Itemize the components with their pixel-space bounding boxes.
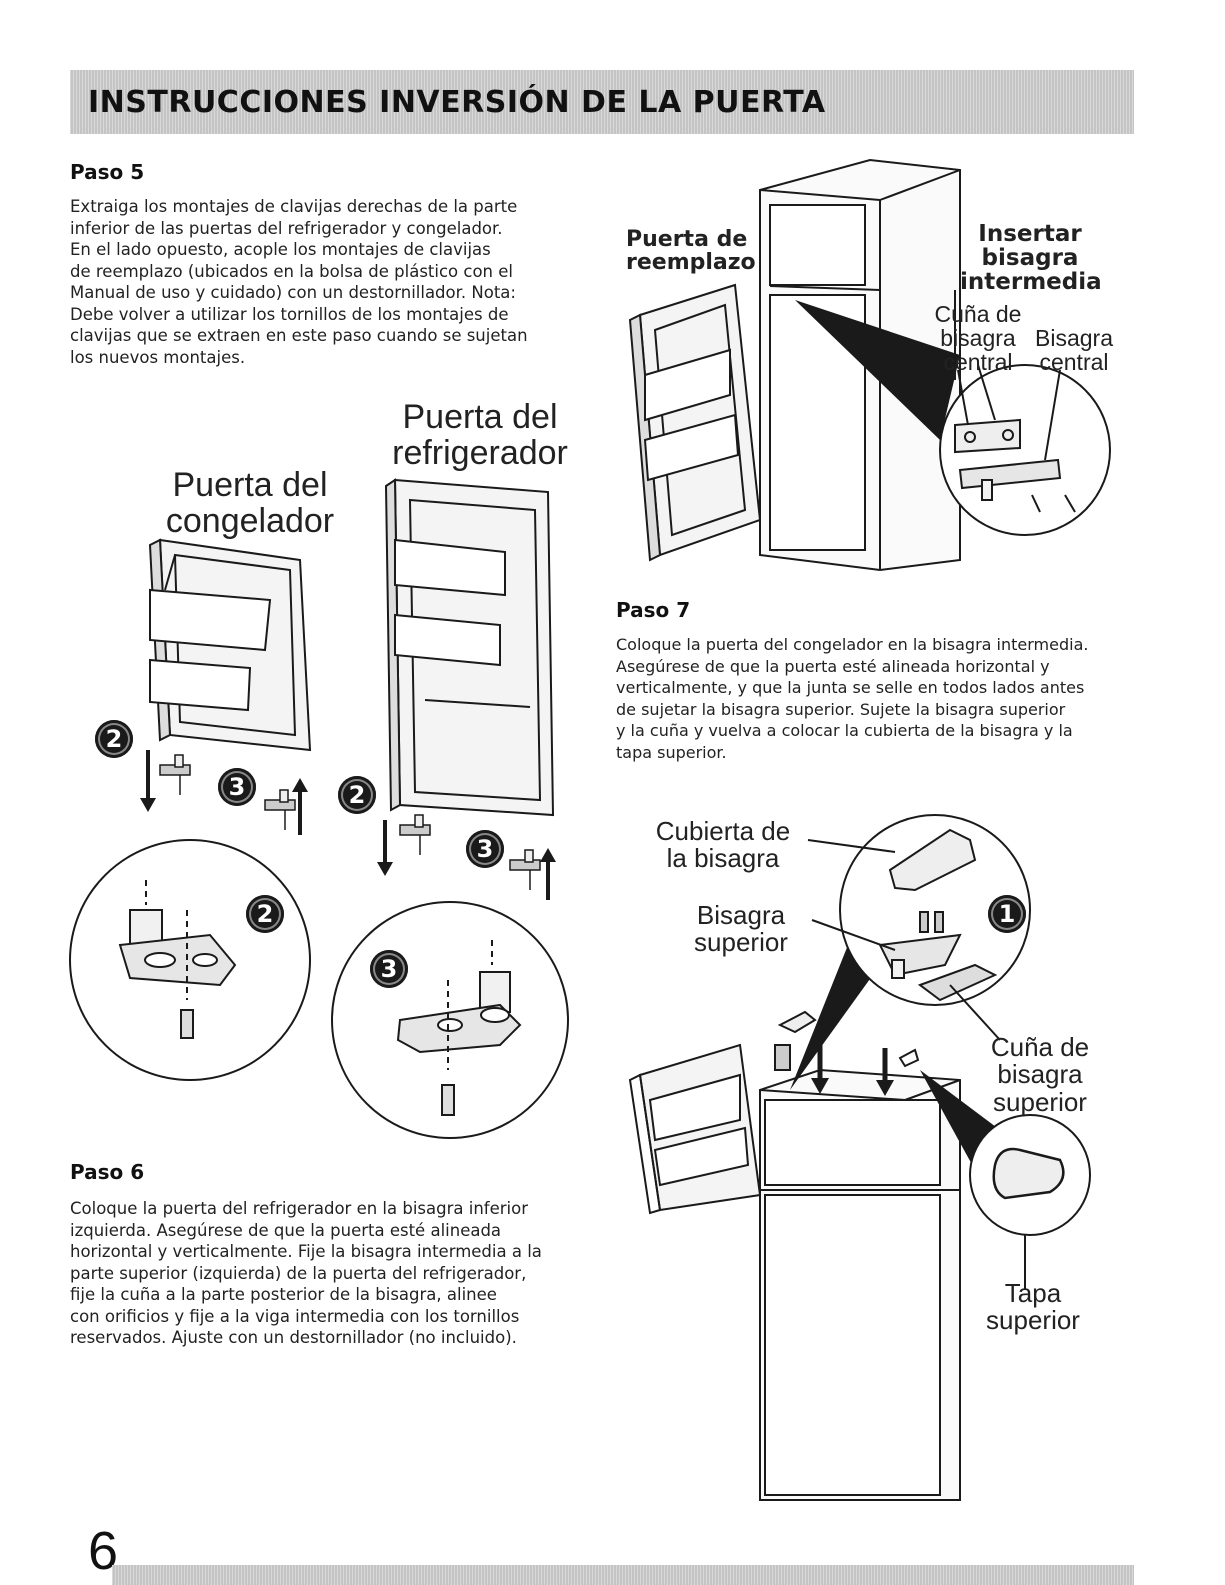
badge-number: 1 (988, 895, 1026, 933)
badge-number: 2 (95, 720, 133, 758)
label-line: central (943, 349, 1013, 376)
label-line: intermedia (960, 269, 1102, 296)
label-top-hinge-wedge: Cuña de bisagra superior (985, 1032, 1095, 1117)
badge-number: 2 (338, 776, 376, 814)
step6-line: parte superior (izquierda) de la puerta … (70, 1263, 527, 1283)
badge-number: 3 (466, 830, 504, 868)
step7-line: tapa superior. (616, 742, 727, 762)
step5-section: Paso 5 Extraiga los montajes de clavijas… (70, 160, 570, 368)
step7-line: y la cuña y vuelva a colocar la cubierta… (616, 721, 1073, 740)
label-replacement-door: Puerta de reemplazo (626, 228, 756, 274)
step7-heading: Paso 7 (616, 598, 691, 622)
label-line: la bisagra (666, 843, 780, 874)
label-line: Bisagra (1035, 325, 1113, 351)
step6-line: izquierda. Asegúrese de que la puerta es… (70, 1220, 502, 1240)
label-freezer-door: Puerta del congelador (150, 466, 350, 540)
step6-line: reservados. Ajuste con un destornillador… (70, 1328, 517, 1347)
label-line: superior (986, 1305, 1080, 1336)
label-insert-middle-hinge: Insertar bisagra intermedia (960, 221, 1102, 296)
freezer-door-step7 (628, 1043, 762, 1215)
label-line: reemplazo (626, 250, 756, 276)
label-middle-hinge-wedge: Cuña de bisagra central (928, 301, 1028, 376)
pin-detail-left (118, 880, 237, 1039)
label-line: Puerta del (402, 398, 558, 436)
step7-line: Asegúrese de que la puerta esté alineada… (616, 656, 1050, 676)
label-line: refrigerador (392, 433, 568, 472)
label-line: Puerta del (172, 466, 328, 504)
label-refrigerator-door: Puerta del refrigerador (380, 398, 580, 472)
footer-bar (112, 1565, 1134, 1585)
badge-number: 2 (246, 895, 284, 933)
step6-line: fije la cuña a la parte posterior de la … (70, 1285, 497, 1304)
step5-line: clavijas que se extraen en este paso cua… (70, 326, 528, 345)
detail-circle-left (69, 839, 311, 1081)
label-line: Cubierta de (655, 816, 791, 846)
page-title: INSTRUCCIONES INVERSIÓN DE LA PUERTA (88, 84, 826, 120)
label-line: central (1039, 349, 1109, 376)
label-line: bisagra (997, 1059, 1083, 1090)
step5-line: Manual de uso y cuidado) con un destorni… (70, 283, 516, 302)
small-pin (159, 754, 541, 890)
label-line: Cuña de (990, 1032, 1090, 1062)
step5-line: de reemplazo (ubicados en la bolsa de pl… (70, 261, 513, 281)
step6-section: Paso 6 Coloque la puerta del refrigerado… (70, 1160, 590, 1349)
step5-line: En el lado opuesto, acople los montajes … (70, 240, 491, 259)
label-line: superior (993, 1086, 1087, 1117)
step5-line: Debe volver a utilizar los tornillos de … (70, 304, 509, 324)
step6-line: Coloque la puerta del refrigerador en la… (70, 1199, 528, 1218)
step5-line: los nuevos montajes. (70, 347, 246, 367)
refrigerator-body-step6 (759, 158, 961, 572)
badge-number: 3 (370, 950, 408, 988)
refrigerator-body-step7 (759, 1068, 961, 1501)
label-line: superior (694, 927, 788, 958)
freezer-door-drawing (148, 538, 312, 752)
step5-arrows (146, 750, 550, 900)
label-line: Cuña de (934, 301, 1022, 327)
step5-line: Extraiga los montajes de clavijas derech… (70, 197, 518, 216)
step7-line: de sujetar la bisagra superior. Sujete l… (616, 699, 1066, 719)
label-line: bisagra (940, 325, 1016, 352)
step7-line: verticalmente, y que la junta se selle e… (616, 678, 1085, 697)
step6-line: con orificios y fije a la viga intermedi… (70, 1306, 520, 1326)
step5-line: inferior de las puertas del refrigerador… (70, 218, 503, 238)
header-banner: INSTRUCCIONES INVERSIÓN DE LA PUERTA (70, 70, 1134, 134)
step7-section: Paso 7 Coloque la puerta del congelador … (616, 598, 1136, 763)
middle-hinge-detail (954, 290, 1076, 513)
pin-detail-right (396, 940, 522, 1116)
step5-body: Extraiga los montajes de clavijas derech… (70, 196, 570, 368)
badge-number: 3 (218, 768, 256, 806)
step5-heading: Paso 5 (70, 160, 145, 184)
label-line: Puerta de (626, 227, 748, 252)
label-top-hinge: Bisagra superior (686, 900, 796, 958)
label-middle-hinge: Bisagra central (1030, 326, 1118, 374)
label-line: congelador (165, 501, 335, 540)
label-line: Tapa (1004, 1278, 1062, 1308)
replacement-door-drawing (628, 283, 762, 562)
top-hinge-detail (807, 828, 1001, 1041)
step6-line: horizontal y verticalmente. Fije la bisa… (70, 1242, 542, 1261)
label-line: Insertar (978, 221, 1082, 247)
step6-heading: Paso 6 (70, 1160, 145, 1184)
step7-body: Coloque la puerta del congelador en la b… (616, 634, 1136, 763)
refrigerator-door-drawing (384, 478, 555, 817)
step6-body: Coloque la puerta del refrigerador en la… (70, 1198, 590, 1349)
detail-circle-right (331, 901, 569, 1139)
label-top-cap: Tapa superior (978, 1278, 1088, 1336)
label-line: Bisagra (696, 900, 786, 930)
label-hinge-cover: Cubierta de la bisagra (648, 816, 798, 874)
step7-line: Coloque la puerta del congelador en la b… (616, 635, 1089, 654)
label-line: bisagra (981, 245, 1079, 272)
